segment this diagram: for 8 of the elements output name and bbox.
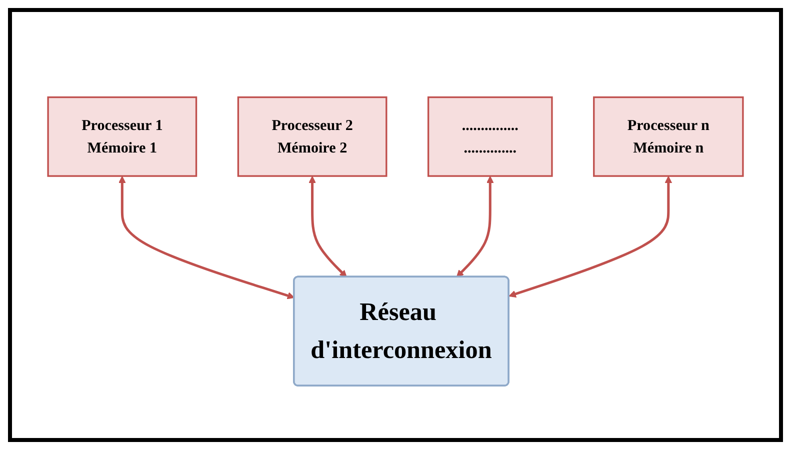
node-box: Processeur n Mémoire n: [593, 96, 744, 178]
arrow: [118, 176, 295, 300]
node-box: Processeur 1 Mémoire 1: [47, 96, 198, 178]
arrow: [456, 176, 494, 278]
arrow: [508, 176, 672, 298]
node-box: Processeur 2 Mémoire 2: [237, 96, 388, 178]
arrow: [308, 176, 347, 278]
node-box: ............... ..............: [427, 96, 553, 178]
